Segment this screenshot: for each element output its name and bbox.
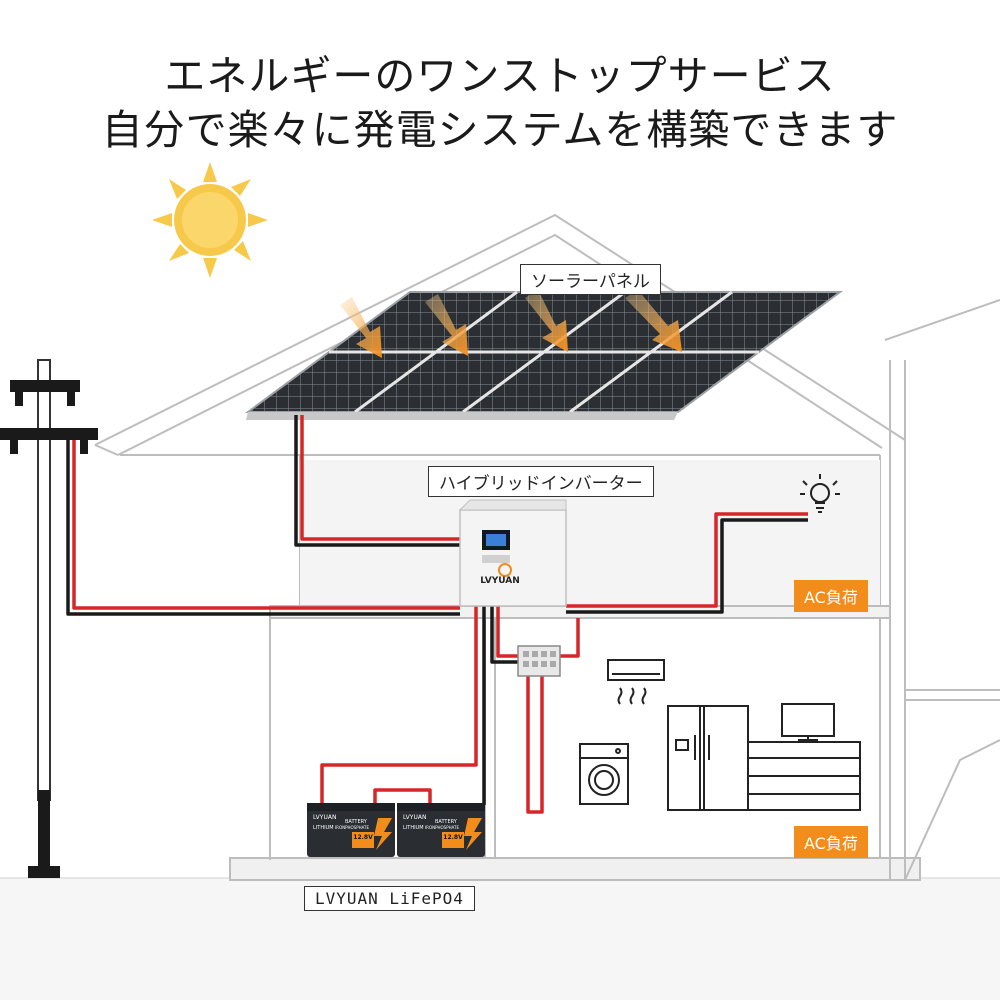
wiring xyxy=(66,415,808,814)
sun-icon xyxy=(152,162,268,278)
ac-load-badge-upper: AC負荷 xyxy=(794,580,868,612)
solar-panel-array xyxy=(244,290,844,420)
inverter-brand: LVYUAN xyxy=(480,576,520,586)
headline-line-2: 自分で楽々に発電システムを構築できます xyxy=(101,106,899,154)
hybrid-inverter: LVYUAN xyxy=(458,499,567,607)
utility-pole-icon xyxy=(0,359,98,878)
battery-right-voltage: 12.8V xyxy=(443,834,463,841)
battery-right-brand: LVYUAN xyxy=(403,814,426,821)
battery-left-line2: BATTERY xyxy=(345,819,368,825)
hybrid-inverter-label: ハイブリッドインバーター xyxy=(428,466,654,497)
battery-left-chem: IRONPHOSPHATE xyxy=(335,825,369,830)
light-bulb-icon xyxy=(800,474,840,513)
battery-left: LVYUAN BATTERY LITHIUM IRONPHOSPHATE 12.… xyxy=(307,803,395,857)
ac-load-badge-lower: AC負荷 xyxy=(794,826,868,858)
ground xyxy=(0,877,1000,1000)
battery-right-line1: LITHIUM xyxy=(403,825,424,831)
battery-caption: LVYUAN LiFePO4 xyxy=(304,886,475,911)
air-conditioner-icon xyxy=(607,659,665,705)
combiner-box-icon xyxy=(517,645,561,677)
washing-machine-icon xyxy=(579,743,629,805)
refrigerator-icon xyxy=(667,705,749,811)
battery-right: LVYUAN BATTERY LITHIUM IRONPHOSPHATE 12.… xyxy=(397,803,485,857)
battery-right-line2: BATTERY xyxy=(435,819,458,825)
solar-panel-label: ソーラーパネル xyxy=(520,264,661,295)
tv-cabinet xyxy=(747,741,861,811)
tv-icon xyxy=(781,703,835,741)
battery-left-line1: LITHIUM xyxy=(313,825,334,831)
battery-left-voltage: 12.8V xyxy=(353,834,373,841)
headline-line-1: エネルギーのワンストップサービス xyxy=(164,52,836,100)
battery-right-chem: IRONPHOSPHATE xyxy=(425,825,459,830)
sunlight-arrows xyxy=(340,290,682,358)
battery-left-brand: LVYUAN xyxy=(313,814,336,821)
